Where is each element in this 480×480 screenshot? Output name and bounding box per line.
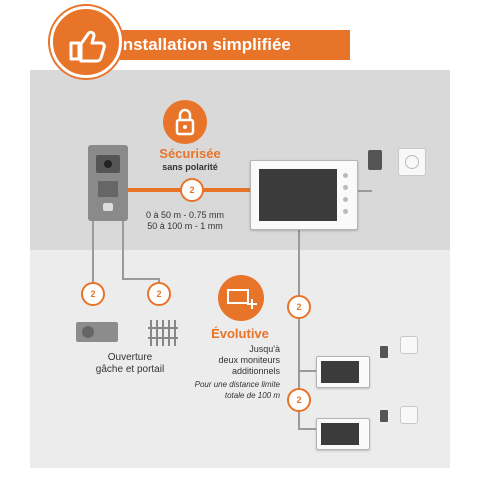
camera-icon xyxy=(96,155,120,173)
power-adapter-icon-2 xyxy=(380,346,388,358)
power-adapter-icon xyxy=(368,150,382,170)
evolutive-note-1: Pour une distance limite xyxy=(194,380,280,389)
power-cord-1 xyxy=(358,190,372,192)
two-wire-badge: 2 xyxy=(180,178,204,202)
wire-to-lock xyxy=(92,220,94,284)
secure-subtitle: sans polarité xyxy=(162,162,218,172)
two-wire-badge-lock: 2 xyxy=(81,282,105,306)
door-strike-icon xyxy=(76,322,118,342)
wire-to-gate-h xyxy=(122,278,158,280)
wall-outlet-icon-3 xyxy=(400,406,418,424)
main-monitor xyxy=(250,160,358,230)
banner-bar xyxy=(120,30,350,60)
wire-to-gate xyxy=(122,220,124,278)
lock-gate-line-2: gâche et portail xyxy=(95,364,165,375)
wall-outlet-icon xyxy=(398,148,426,176)
two-wire-badge-monitor-2: 2 xyxy=(287,295,311,319)
banner-title: Installation simplifiée xyxy=(118,35,291,54)
two-wire-badge-gate: 2 xyxy=(147,282,171,306)
evolutive-note-2: totale de 100 m xyxy=(224,391,280,400)
additional-monitor-1 xyxy=(316,356,370,388)
evolutive-line-1: Jusqu'à xyxy=(249,344,280,354)
monitor-screen xyxy=(259,169,337,221)
evolutive-line-3: additionnels xyxy=(231,366,280,376)
additional-monitor-2 xyxy=(316,418,370,450)
wire-monitor-3 xyxy=(298,428,316,430)
evolutive-title: Évolutive xyxy=(211,326,269,341)
padlock-icon xyxy=(163,100,207,144)
power-adapter-icon-3 xyxy=(380,410,388,422)
evolutive-line-2: deux moniteurs xyxy=(218,355,280,365)
cable-spec-line-1: 0 à 50 m - 0.75 mm xyxy=(145,210,225,220)
lock-gate-line-1: Ouverture xyxy=(107,352,153,363)
monitor-daisy-chain xyxy=(298,228,300,428)
add-monitor-icon xyxy=(218,275,264,321)
call-button-icon xyxy=(103,203,113,211)
cable-spec-line-2: 50 à 100 m - 1 mm xyxy=(147,221,223,231)
speaker-grille xyxy=(98,181,118,197)
wall-outlet-icon-2 xyxy=(400,336,418,354)
secure-title: Sécurisée xyxy=(159,146,221,161)
thumbs-up-icon xyxy=(50,6,122,78)
gate-icon xyxy=(148,318,178,346)
door-station xyxy=(88,145,128,221)
two-wire-badge-monitor-3: 2 xyxy=(287,388,311,412)
wire-monitor-2 xyxy=(298,370,316,372)
